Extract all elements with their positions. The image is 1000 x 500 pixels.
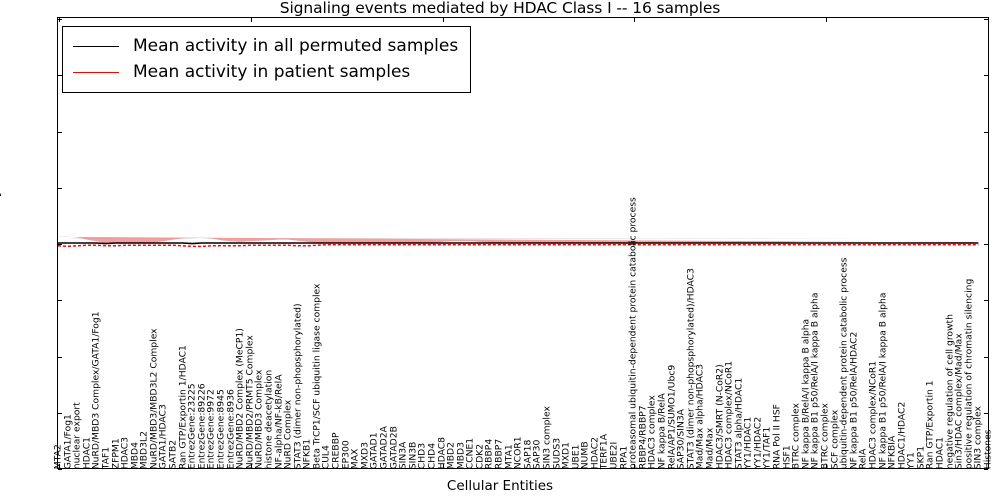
- x-tick-label: RBBP7: [493, 438, 505, 469]
- legend: Mean activity in all permuted samples Me…: [62, 26, 472, 93]
- y-tick-mark: [58, 19, 62, 20]
- y-tick-mark: [58, 75, 62, 77]
- y-tick-mark: [984, 131, 988, 133]
- legend-label-patient: Mean activity in patient samples: [133, 62, 411, 82]
- x-tick-label: NF kappa B/RelA: [656, 393, 668, 469]
- x-tick-mark: [250, 464, 252, 468]
- y-tick-mark: [984, 300, 988, 302]
- x-tick-label: NuRD/MBD2 Complex (MeCP1): [234, 327, 246, 469]
- x-tick-mark: [826, 464, 827, 468]
- x-tick-label: CREBBP: [330, 432, 342, 469]
- x-tick-mark: [826, 18, 827, 22]
- x-tick-label: histone deacetylation: [263, 369, 275, 469]
- plot-inner: [58, 18, 988, 468]
- legend-item-patient: Mean activity in patient samples: [73, 59, 458, 85]
- y-tick-mark: [984, 356, 988, 358]
- x-tick-label: MXD1: [560, 441, 572, 469]
- x-tick-label: SATB2: [167, 439, 179, 469]
- x-tick-mark: [442, 464, 444, 468]
- x-tick-label: HDAC3: [119, 436, 131, 469]
- y-tick-mark: [984, 19, 988, 20]
- x-tick-mark: [250, 18, 252, 22]
- series-bands: [58, 18, 988, 468]
- x-tick-mark: [59, 18, 60, 22]
- x-tick-mark: [634, 464, 636, 468]
- y-tick-mark: [984, 187, 988, 189]
- x-tick-label: EntrezGene:8945: [215, 388, 227, 469]
- y-tick-mark: [58, 187, 62, 189]
- x-tick-label: BTRC complex: [819, 402, 831, 469]
- x-tick-label: HDAC3 complex/NCoR1: [867, 360, 879, 469]
- x-tick-mark: [59, 464, 60, 468]
- x-tick-label: MTA2: [52, 444, 64, 469]
- x-tick-label: HDAC1: [934, 436, 946, 469]
- y-tick-mark: [984, 412, 988, 414]
- y-tick-mark: [58, 300, 62, 302]
- x-tick-label: SIN3A: [397, 441, 409, 469]
- x-tick-label: NuRD/MBD3 Complex/GATA1/Fog1: [90, 311, 102, 469]
- y-tick-mark: [984, 469, 988, 470]
- x-tick-mark: [634, 18, 636, 22]
- y-tick-mark: [984, 244, 988, 245]
- x-tick-label: MBD2: [445, 441, 457, 469]
- x-tick-label: UBE2I: [608, 441, 620, 469]
- y-tick-mark: [58, 131, 62, 133]
- x-tick-label: Histones: [982, 429, 994, 469]
- x-tick-label: HDAC3 complex/NCoR1: [723, 360, 735, 469]
- x-tick-label: SIN3 complex: [541, 405, 553, 469]
- legend-item-permuted: Mean activity in all permuted samples: [73, 33, 458, 59]
- x-tick-mark: [442, 18, 444, 22]
- series-paths: [58, 236, 979, 248]
- x-tick-label: TAF1: [100, 446, 112, 469]
- y-tick-mark: [58, 356, 62, 358]
- x-tick-label: Mad/Max: [704, 427, 716, 469]
- y-tick-mark: [58, 244, 62, 245]
- y-tick-mark: [984, 75, 988, 77]
- y-axis-title: Inferred Activity: [0, 189, 2, 297]
- x-tick-label: CHD4: [426, 442, 438, 469]
- legend-label-permuted: Mean activity in all permuted samples: [133, 36, 459, 56]
- legend-swatch-patient: [73, 71, 119, 73]
- x-tick-label: RNA Pol II HSF: [771, 403, 783, 469]
- x-tick-label: ubiquitin-dependent protein catabolic pr…: [838, 257, 850, 469]
- x-axis-title: Cellular Entities: [446, 478, 554, 494]
- x-tick-label: GATAD2A: [378, 425, 390, 469]
- y-tick-mark: [58, 412, 62, 414]
- chart-title: Signaling events mediated by HDAC Class …: [279, 0, 721, 17]
- y-tick-mark: [58, 469, 62, 470]
- x-tick-label: NuRD Complex: [282, 399, 294, 469]
- x-tick-label: nuclear export: [71, 402, 83, 469]
- x-tick-label: Beta TrCP1/SCF ubiquitin ligase complex: [311, 283, 323, 469]
- x-tick-label: NFKBIA: [886, 435, 898, 469]
- legend-swatch-permuted: [73, 45, 119, 47]
